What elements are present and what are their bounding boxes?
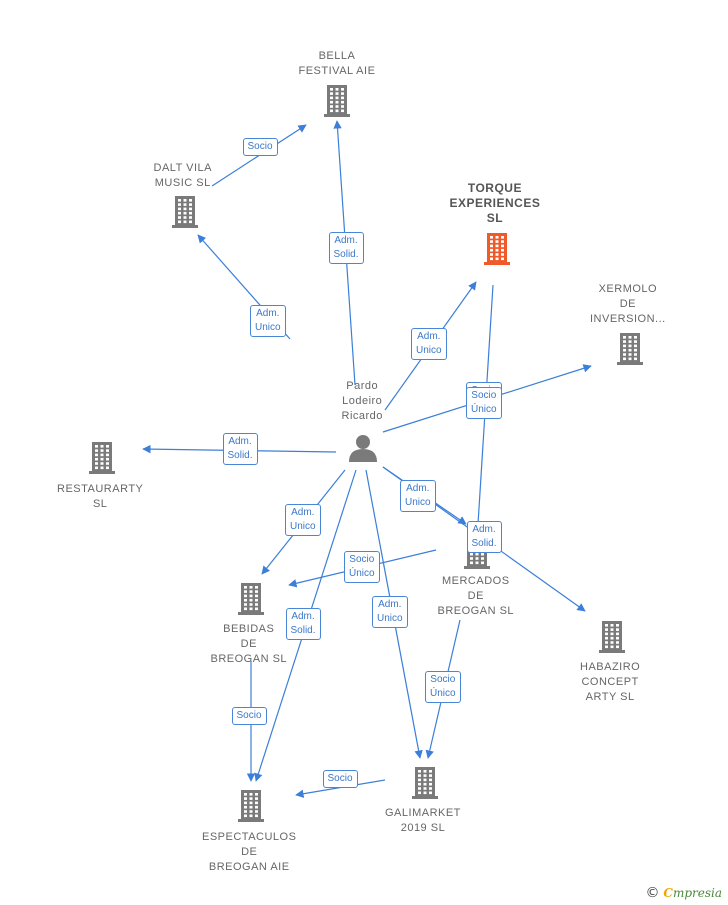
edge-label-mercados-bebidas[interactable]: Socio Único bbox=[344, 551, 380, 583]
node-label-mercados[interactable]: MERCADOS DE BREOGAN SL bbox=[437, 575, 515, 617]
edge-label-pardo-dalt[interactable]: Adm. Unico bbox=[250, 305, 286, 337]
building-icon-habaziro[interactable] bbox=[599, 621, 625, 653]
building-icon-xermolo[interactable] bbox=[617, 333, 643, 365]
edge-label-mercados-galimarket[interactable]: Socio Único bbox=[425, 671, 461, 703]
node-label-torque[interactable]: TORQUE EXPERIENCES SL bbox=[449, 181, 541, 225]
node-label-bebidas[interactable]: BEBIDAS DE BREOGAN SL bbox=[210, 623, 288, 665]
node-label-xermolo[interactable]: XERMOLO DE INVERSION... bbox=[590, 283, 666, 325]
brand-logo: © Cmpresia bbox=[646, 885, 722, 901]
edge-label-pardo-bebidas[interactable]: Adm. Unico bbox=[285, 504, 321, 536]
node-label-dalt[interactable]: DALT VILA MUSIC SL bbox=[153, 162, 213, 189]
node-label-galimarket[interactable]: GALIMARKET 2019 SL bbox=[385, 807, 461, 834]
edge-label-pardo-torque[interactable]: Adm. Unico bbox=[411, 328, 447, 360]
edge-label-pardo-mercados[interactable]: Adm. Unico bbox=[400, 480, 436, 512]
edge-label-pardo-habaziro[interactable]: Adm. Solid. bbox=[466, 521, 502, 553]
person-icon-pardo[interactable] bbox=[349, 435, 377, 462]
building-icon-restaurarty[interactable] bbox=[89, 442, 115, 474]
node-label-habaziro[interactable]: HABAZIRO CONCEPT ARTY SL bbox=[580, 661, 641, 703]
edge-label-pardo-restaurarty[interactable]: Adm. Solid. bbox=[222, 433, 258, 465]
node-label-restaurarty[interactable]: RESTAURARTY SL bbox=[57, 483, 144, 510]
edge-label-galimarket-espectaculos[interactable]: Socio bbox=[322, 770, 358, 788]
node-label-pardo[interactable]: Pardo Lodeiro Ricardo bbox=[341, 380, 383, 422]
building-icon-torque[interactable] bbox=[484, 233, 510, 265]
edge-label-pardo-galimarket[interactable]: Adm. Unico bbox=[372, 596, 408, 628]
copyright-icon: © bbox=[645, 885, 660, 901]
node-label-bella[interactable]: BELLA FESTIVAL AIE bbox=[298, 50, 376, 77]
building-icon-galimarket[interactable] bbox=[412, 767, 438, 799]
edge-label-torque-mercados[interactable]: Socio Único bbox=[466, 387, 502, 419]
edge-label-pardo-espectaculos[interactable]: Adm. Solid. bbox=[285, 608, 321, 640]
building-icon-bella[interactable] bbox=[324, 85, 350, 117]
building-icon-dalt[interactable] bbox=[172, 196, 198, 228]
edge-label-dalt-bella[interactable]: Socio bbox=[242, 138, 278, 156]
building-icon-espectaculos[interactable] bbox=[238, 790, 264, 822]
brand-initial: C bbox=[663, 886, 673, 900]
node-label-espectaculos[interactable]: ESPECTACULOS DE BREOGAN AIE bbox=[202, 831, 297, 873]
nodes-layer bbox=[89, 85, 643, 822]
edge-label-bebidas-espectaculos[interactable]: Socio bbox=[231, 707, 267, 725]
brand-name: mpresia bbox=[672, 886, 722, 900]
edge-label-pardo-bella[interactable]: Adm. Solid. bbox=[328, 232, 364, 264]
building-icon-bebidas[interactable] bbox=[238, 583, 264, 615]
